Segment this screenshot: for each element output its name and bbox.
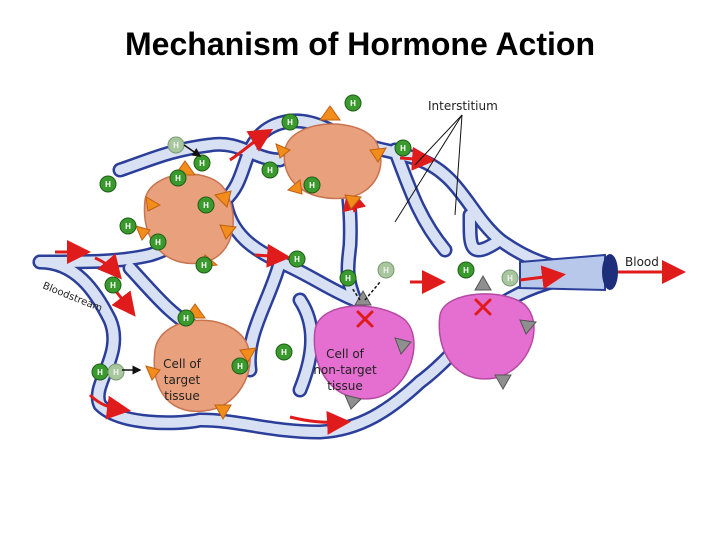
hormone-h-icon: H — [119, 217, 137, 235]
svg-text:H: H — [463, 266, 469, 275]
hormone-h-icon: H — [344, 94, 362, 112]
flow-arrow — [88, 393, 131, 420]
hormone-h-icon: H — [169, 169, 187, 187]
svg-text:H: H — [105, 180, 111, 189]
nontarget-cell — [438, 274, 537, 391]
target-cell-label-line: Cell of — [163, 357, 202, 371]
hormone-h-icon: H — [195, 256, 213, 274]
flow-arrow — [289, 410, 351, 435]
nontarget-cells — [313, 274, 537, 410]
binding-arrow — [183, 144, 202, 157]
flow-arrow — [111, 289, 136, 317]
target-cell-label: Cell of target tissue — [163, 357, 202, 403]
hormone-h-icon: H — [167, 136, 185, 154]
svg-text:H: H — [281, 348, 287, 357]
hormone-molecules: H H H H H H H H H H H H H H H H H H H H H H H H — [91, 94, 519, 381]
hormone-h-icon: H — [288, 250, 306, 268]
hormone-h-icon: H — [99, 175, 117, 193]
hormone-h-icon: H — [339, 269, 357, 287]
svg-text:H: H — [183, 314, 189, 323]
interstitium-pointers — [394, 114, 463, 223]
nontarget-cell-label-line: tissue — [327, 379, 363, 393]
hormone-h-icon: H — [457, 261, 475, 279]
svg-text:H: H — [201, 261, 207, 270]
svg-text:H: H — [294, 255, 300, 264]
no-binding-marks — [356, 298, 492, 328]
interstitium-label: Interstitium — [428, 99, 498, 113]
blood-label: Blood — [625, 255, 659, 269]
flow-arrow — [519, 265, 566, 290]
svg-text:H: H — [345, 274, 351, 283]
hormone-h-icon: H — [193, 154, 211, 172]
svg-text:H: H — [173, 141, 179, 150]
svg-text:H: H — [507, 274, 513, 283]
svg-text:H: H — [400, 144, 406, 153]
hormone-h-icon: H — [303, 176, 321, 194]
nontarget-cell-label: Cell of non-target tissue — [313, 347, 377, 393]
svg-text:H: H — [97, 368, 103, 377]
svg-text:H: H — [309, 181, 315, 190]
rejection-path — [351, 281, 381, 301]
exit-vessel — [519, 253, 606, 292]
hormone-h-icon: H — [261, 161, 279, 179]
vessel-opening — [602, 254, 618, 290]
hormone-h-icon: H — [377, 261, 395, 279]
hormone-h-icon: H — [501, 269, 519, 287]
svg-text:H: H — [110, 281, 116, 290]
flow-arrow — [94, 253, 122, 280]
flow-arrow — [229, 128, 274, 162]
target-cell-label-line: tissue — [164, 389, 200, 403]
nontarget-cell-label-line: Cell of — [326, 347, 365, 361]
hormone-h-icon: H — [177, 309, 195, 327]
hormone-h-icon: H — [91, 363, 109, 381]
target-cell-label-line: target — [164, 373, 201, 387]
nontarget-cell — [313, 289, 415, 410]
nontarget-cell-label-line: non-target — [313, 363, 377, 377]
svg-text:H: H — [155, 238, 161, 247]
hormone-h-icon: H — [394, 139, 412, 157]
svg-text:H: H — [237, 362, 243, 371]
hormone-h-icon: H — [281, 113, 299, 131]
svg-text:H: H — [267, 166, 273, 175]
hormone-h-icon: H — [104, 276, 122, 294]
target-cell — [145, 303, 257, 421]
svg-text:H: H — [199, 159, 205, 168]
svg-text:H: H — [350, 99, 356, 108]
svg-text:H: H — [113, 368, 119, 377]
svg-text:H: H — [287, 118, 293, 127]
slide-title: Mechanism of Hormone Action — [125, 26, 595, 62]
hormone-h-icon: H — [275, 343, 293, 361]
flow-arrow — [254, 243, 291, 268]
svg-text:H: H — [125, 222, 131, 231]
svg-text:H: H — [383, 266, 389, 275]
hormone-h-icon: H — [231, 357, 249, 375]
svg-text:H: H — [203, 201, 209, 210]
svg-text:H: H — [175, 174, 181, 183]
hormone-h-icon: H — [149, 233, 167, 251]
hormone-h-icon: H — [107, 363, 125, 381]
flow-arrow — [399, 146, 436, 171]
hormone-h-icon: H — [197, 196, 215, 214]
